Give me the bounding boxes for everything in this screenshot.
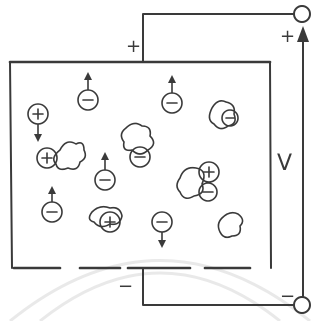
particle-blob (120, 122, 155, 155)
particle-blob (52, 141, 87, 171)
positive-ion (36, 147, 58, 169)
negative-terminal (293, 296, 311, 314)
positive-ion (99, 211, 121, 233)
top-plate-sign: + (126, 36, 141, 57)
negative-ion (94, 152, 116, 191)
chamber-box (8, 60, 272, 270)
negative-ion (77, 72, 99, 111)
chamber-left-wall (9, 61, 13, 269)
voltage-label: V (277, 151, 292, 176)
voltage-arrow-head (297, 26, 309, 42)
bottom-wire (142, 267, 295, 306)
negative-ion (41, 186, 63, 223)
particle-blob (176, 166, 205, 200)
bottom-plate-sign: − (118, 276, 133, 297)
particle-blob (88, 205, 123, 228)
positive-terminal (293, 5, 311, 23)
top-terminal-sign: + (280, 26, 295, 47)
particle-clusters (52, 100, 244, 239)
circuit-wires (142, 5, 311, 314)
negative-ion (198, 182, 218, 202)
chamber-right-wall (269, 61, 272, 269)
negative-ion (151, 211, 173, 248)
watermark-arcs (9, 259, 311, 321)
particle-blob (217, 211, 244, 239)
positive-ion (198, 161, 220, 183)
positive-ion (27, 103, 49, 142)
top-wire (142, 13, 295, 63)
negative-ion (161, 75, 183, 114)
particle-blob (208, 100, 236, 130)
bottom-terminal-sign: − (280, 286, 295, 307)
